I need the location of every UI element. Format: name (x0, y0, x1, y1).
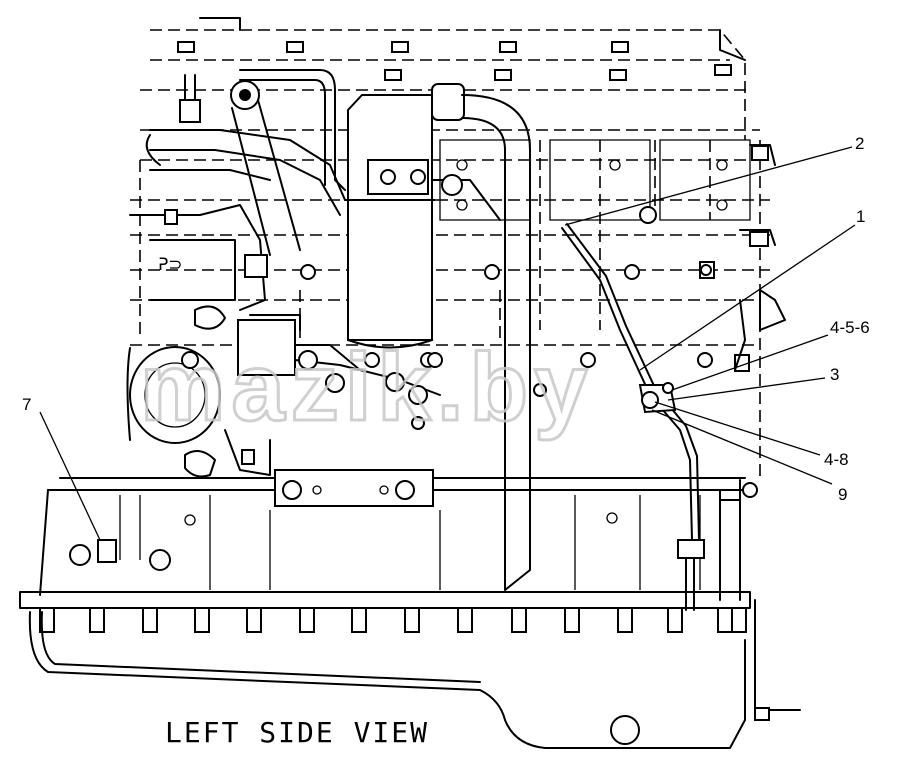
block-bolts (300, 206, 713, 397)
round-component (126, 346, 271, 478)
engine-block (130, 139, 770, 480)
watermark: mazik.by (139, 333, 594, 443)
cover-bolts (177, 41, 732, 81)
valve-cover (140, 17, 760, 140)
callout-4-5-6: 4-5-6 (830, 318, 870, 337)
callout-3: 3 (830, 365, 839, 384)
intake-tube (461, 94, 531, 591)
callout-1: 1 (856, 207, 865, 226)
lower-block (39, 469, 758, 601)
fuel-filter (344, 83, 501, 349)
view-title: LEFT SIDE VIEW (165, 716, 429, 749)
callout-7: 7 (22, 395, 31, 414)
callout-4-8: 4-8 (824, 450, 849, 469)
callout-9: 9 (838, 485, 847, 504)
left-bracket: ᕈ⊃ (129, 204, 268, 330)
oil-pan-flange (19, 591, 751, 633)
leader-lines (39, 146, 856, 541)
oil-pan (28, 599, 801, 749)
fuel-lines (145, 69, 346, 256)
callout-2: 2 (855, 134, 864, 153)
watermark-text: mazik.by (140, 334, 594, 441)
right-bracket (719, 144, 786, 581)
stamp-mark: ᕈ⊃ (158, 255, 183, 274)
dipstick-assembly (561, 223, 750, 611)
fuel-pump (237, 314, 441, 430)
